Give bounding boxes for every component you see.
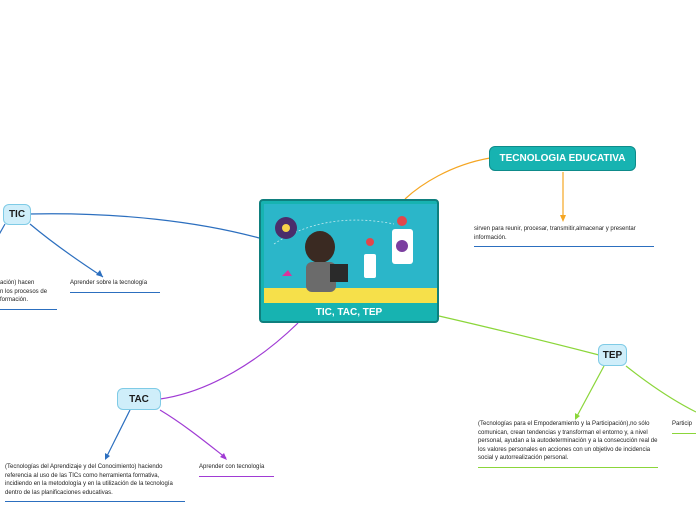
tecnologia-educativa-node[interactable]: TECNOLOGIA EDUCATIVA <box>489 146 636 171</box>
central-node[interactable]: TIC, TAC, TEP <box>259 199 439 323</box>
tac-label: TAC <box>129 393 149 405</box>
tep-description-note[interactable]: (Tecnologías para el Empoderamiento y la… <box>478 420 658 468</box>
tic-label: TIC <box>8 209 26 220</box>
tac-node[interactable]: TAC <box>117 388 161 410</box>
tic-aprender-sobre-note[interactable]: Aprender sobre la tecnología <box>70 279 160 293</box>
tac-description-note[interactable]: (Tecnologías del Aprendizaje y del Conoc… <box>5 463 185 503</box>
central-illustration <box>264 204 437 303</box>
tep-node[interactable]: TEP <box>598 344 627 366</box>
tecnologia-educativa-note[interactable]: sirven para reunir, procesar, transmitir… <box>474 225 654 248</box>
tic-node[interactable]: TIC <box>3 204 31 225</box>
tac-aprender-con-note[interactable]: Aprender con tecnología <box>199 463 274 477</box>
central-title: TIC, TAC, TEP <box>315 307 383 318</box>
tic-description-note[interactable]: ación) hacen n los procesos de formación… <box>0 279 57 310</box>
tep-participacion-note[interactable]: Particip <box>672 420 696 434</box>
tep-label: TEP <box>602 349 623 361</box>
tecnologia-educativa-label: TECNOLOGIA EDUCATIVA <box>499 153 626 164</box>
